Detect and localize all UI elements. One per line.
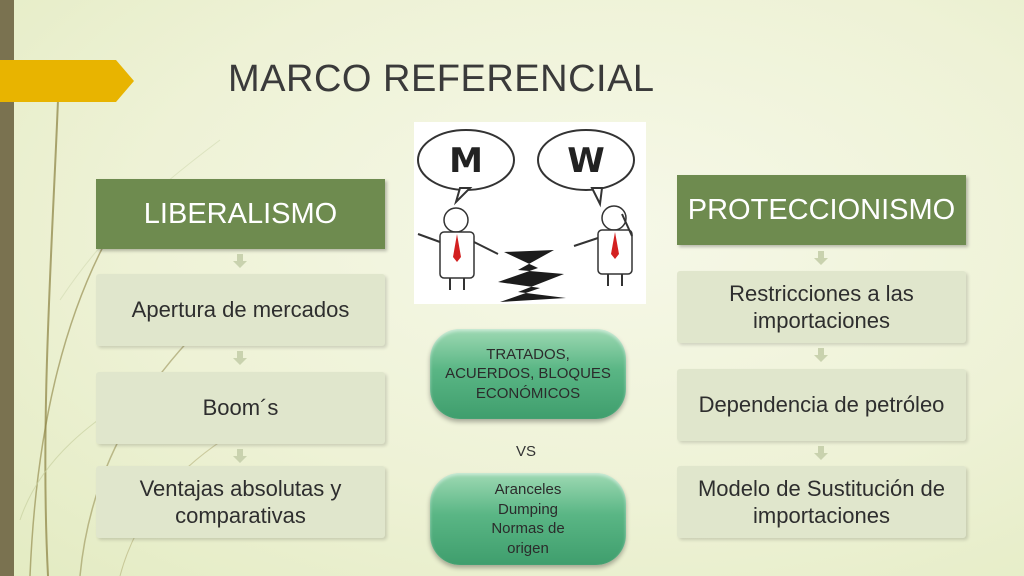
liberalismo-item-ventajas: Ventajas absolutas y comparativas: [96, 466, 385, 538]
arrow-down-icon: [814, 251, 828, 265]
aranceles-pill: Aranceles Dumping Normas de origen: [430, 473, 626, 565]
yellow-tag-icon: [0, 60, 134, 102]
tratados-pill: TRATADOS, ACUERDOS, BLOQUES ECONÓMICOS: [430, 329, 626, 419]
proteccionismo-item-modelo: Modelo de Sustitución de importaciones: [677, 466, 966, 538]
mw-illustration: M W: [414, 122, 646, 304]
liberalismo-header: LIBERALISMO: [96, 179, 385, 249]
bubble-left-letter: M: [449, 141, 483, 181]
slide-title: MARCO REFERENCIAL: [228, 58, 655, 100]
arrow-down-icon: [814, 446, 828, 460]
proteccionismo-item-petroleo: Dependencia de petróleo: [677, 369, 966, 441]
liberalismo-item-apertura: Apertura de mercados: [96, 274, 385, 346]
proteccionismo-header: PROTECCIONISMO: [677, 175, 966, 245]
arrow-down-icon: [814, 348, 828, 362]
vs-label: VS: [516, 443, 537, 460]
businessmen-illustration: M W: [417, 129, 635, 302]
liberalismo-item-booms: Boom´s: [96, 372, 385, 444]
left-accent-bar: [0, 0, 14, 576]
arrow-down-icon: [233, 351, 247, 365]
proteccionismo-item-restricciones: Restricciones a las importaciones: [677, 271, 966, 343]
bubble-right-letter: W: [567, 141, 605, 181]
arrow-down-icon: [233, 254, 247, 268]
arrow-down-icon: [233, 449, 247, 463]
